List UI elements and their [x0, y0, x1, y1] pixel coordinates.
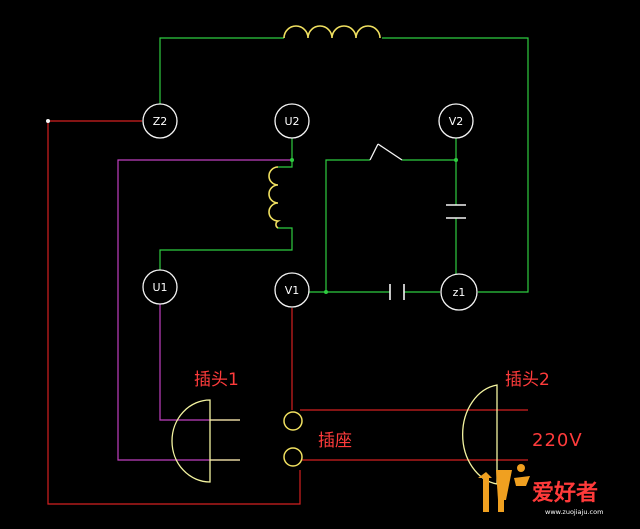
aux-winding-wire-bottom — [159, 227, 293, 270]
terminal-z2-label: Z2 — [153, 115, 168, 128]
watermark-site: www.zuojiaju.com — [545, 508, 603, 516]
switch-wire-left — [325, 159, 370, 292]
aux-winding-inductor — [268, 166, 282, 229]
terminal-v2-label: V2 — [449, 115, 464, 128]
centrifugal-switch — [369, 143, 403, 161]
main-winding-wire — [159, 37, 284, 104]
terminal-v1-label: V1 — [285, 284, 300, 297]
aux-winding-wire-top — [278, 138, 293, 168]
terminal-z1: z1 — [440, 273, 478, 311]
green-wires — [159, 37, 529, 293]
purple-outer-wire — [117, 159, 292, 461]
plug2-label: 插头2 — [505, 370, 550, 390]
junction-dots — [290, 158, 458, 294]
main-winding-wire-right — [382, 37, 529, 293]
switch-wire-right — [402, 138, 457, 161]
horizontal-capacitor — [389, 284, 405, 300]
z2-junction-dot — [46, 119, 50, 123]
socket — [283, 411, 303, 467]
purple-inner-wire — [159, 304, 240, 421]
plug1-label: 插头1 — [194, 370, 239, 390]
terminal-z2: Z2 — [142, 103, 178, 139]
terminal-u1-label: U1 — [152, 281, 167, 294]
watermark-brand: 爱好者 — [532, 480, 598, 506]
terminal-u2-label: U2 — [284, 115, 299, 128]
main-winding-inductor — [283, 25, 381, 39]
vertical-capacitor — [446, 204, 466, 219]
terminal-v1: V1 — [274, 272, 310, 308]
terminal-z1-label: z1 — [453, 286, 466, 299]
purple-wires — [117, 159, 292, 461]
z2-return-wire — [47, 120, 301, 505]
red-wires — [47, 120, 528, 505]
plug2-shape — [462, 384, 498, 485]
figure-icon — [478, 464, 530, 512]
voltage-label: 220V — [532, 430, 583, 451]
plug1-shape — [171, 399, 211, 483]
terminal-v2: V2 — [438, 103, 474, 139]
terminal-u1: U1 — [142, 269, 178, 305]
socket-label: 插座 — [318, 431, 352, 451]
watermark-logo: 爱好者 www.zuojiaju.com — [478, 464, 603, 516]
terminal-u2: U2 — [274, 103, 310, 139]
